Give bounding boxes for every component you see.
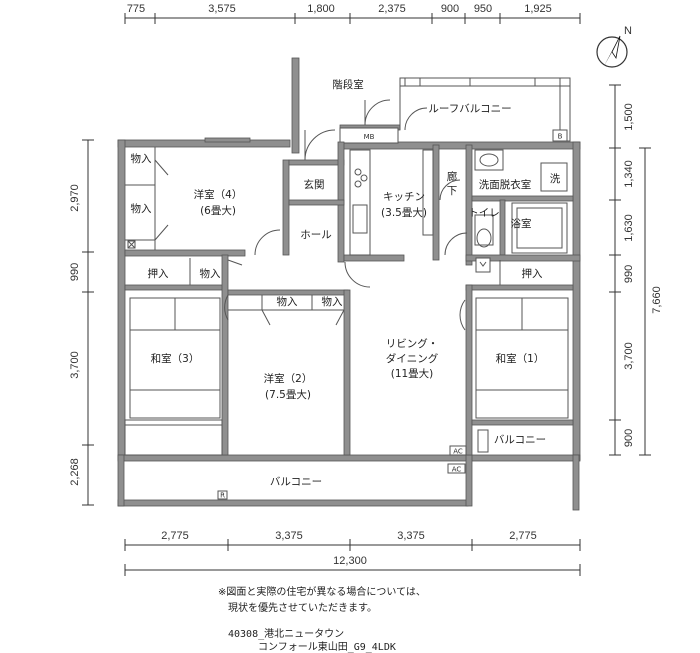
right-dimension-line: 1,500 1,340 1,630 990 3,700 900 7,660 [609, 84, 663, 456]
north-label: N [624, 25, 632, 37]
washer-label: 洗 [550, 173, 561, 185]
kitchen-counter [349, 149, 434, 256]
top-dim-1: 775 [127, 3, 145, 15]
mb-label: MB [364, 133, 375, 141]
left-dim-3: 3,700 [69, 351, 81, 379]
top-dim-2: 3,575 [208, 3, 236, 15]
washroom-fixtures [474, 149, 568, 273]
living-line2: ダイニング [386, 352, 439, 365]
bottom-dim-2: 3,375 [275, 530, 303, 542]
disclaimer-line2: 現状を優先させていただきます。 [228, 603, 377, 614]
western2-name: 洋室（2） [264, 372, 313, 385]
corridor-label-1: 廊 [447, 170, 458, 183]
top-dimension-line: 775 3,575 1,800 2,375 900 950 1,925 [124, 3, 581, 24]
left-dim-2: 990 [69, 263, 81, 281]
balcony-main-label: バルコニー [270, 476, 322, 488]
left-dim-1: 2,970 [69, 184, 81, 212]
b-mark: B [558, 133, 563, 141]
roof-balcony: ルーフバルコニー B [399, 77, 571, 142]
right-dim-5: 3,700 [623, 342, 635, 370]
western4-closets: 物入 物入 [125, 147, 169, 250]
storage-w2-b: 物入 [322, 295, 343, 308]
left-dim-4: 2,268 [69, 458, 81, 486]
genkan-label: 玄関 [304, 178, 325, 191]
bottom-dim-3: 3,375 [397, 530, 425, 542]
top-dim-7: 1,925 [524, 3, 552, 15]
north-arrow-icon: N [596, 25, 632, 68]
right-dim-3: 1,630 [623, 214, 635, 242]
kitchen-name: キッチン [383, 191, 425, 203]
storage-a-1: 物入 [131, 152, 152, 165]
right-dim-6: 900 [623, 429, 635, 447]
right-dim-2: 1,340 [623, 160, 635, 188]
oshiire-left: 押入 [148, 267, 169, 280]
top-dim-6: 950 [474, 3, 492, 15]
code-line1: 40308_港北ニュータウン [228, 629, 345, 640]
storage-left: 物入 [200, 267, 221, 280]
ac-mark-2: AC [452, 466, 462, 474]
right-dim-4: 990 [623, 265, 635, 283]
oshiire-right: 押入 [522, 267, 543, 280]
washitsu1-tatami [475, 297, 569, 453]
western2-closets [228, 295, 345, 326]
stair-label: 階段室 [332, 78, 364, 91]
hall-label: ホール [300, 229, 332, 241]
living-line1: リビング・ [386, 337, 439, 350]
top-dim-3: 1,800 [307, 3, 335, 15]
kitchen-size: (3.5畳大) [381, 206, 427, 219]
bottom-dim-1: 2,775 [161, 530, 189, 542]
r-mark: R [220, 492, 225, 500]
washroom-label: 洗面脱衣室 [479, 178, 532, 191]
washitsu1-label: 和室（1） [496, 352, 545, 365]
left-dimension-line: 2,970 990 3,700 2,268 [69, 139, 94, 506]
storage-b-1: 物入 [131, 202, 152, 215]
bath-label: 浴室 [511, 217, 532, 230]
washitsu3-label: 和室（3） [151, 352, 200, 365]
exterior-walls [117, 137, 581, 511]
code-line2: コンフォール東山田_G9_4LDK [258, 642, 396, 653]
bottom-dimension-line: 2,775 3,375 3,375 2,775 12,300 [124, 530, 581, 576]
bottom-dim-4: 2,775 [509, 530, 537, 542]
storage-w2-a: 物入 [277, 295, 298, 308]
roof-balcony-label: ルーフバルコニー [428, 103, 511, 115]
ac-mark-1: AC [453, 448, 463, 456]
top-dim-4: 2,375 [378, 3, 406, 15]
balcony-small-label: バルコニー [494, 434, 546, 446]
western4-name: 洋室（4） [194, 188, 243, 201]
interior-walls [124, 127, 581, 456]
washitsu3-tatami [124, 297, 223, 456]
living-line3: (11畳大) [391, 367, 434, 380]
western4-size: (6畳大) [200, 204, 236, 217]
right-dim-1: 1,500 [623, 103, 635, 131]
doors [224, 129, 468, 331]
western2-size: (7.5畳大) [265, 388, 311, 401]
bottom-total: 12,300 [333, 555, 367, 567]
toilet-label: トイレ [468, 207, 500, 219]
top-dim-5: 900 [441, 3, 459, 15]
right-total: 7,660 [651, 286, 663, 314]
corridor-label-2: 下 [447, 185, 458, 197]
disclaimer-line1: ※図面と実際の住宅が異なる場合については、 [218, 587, 426, 598]
